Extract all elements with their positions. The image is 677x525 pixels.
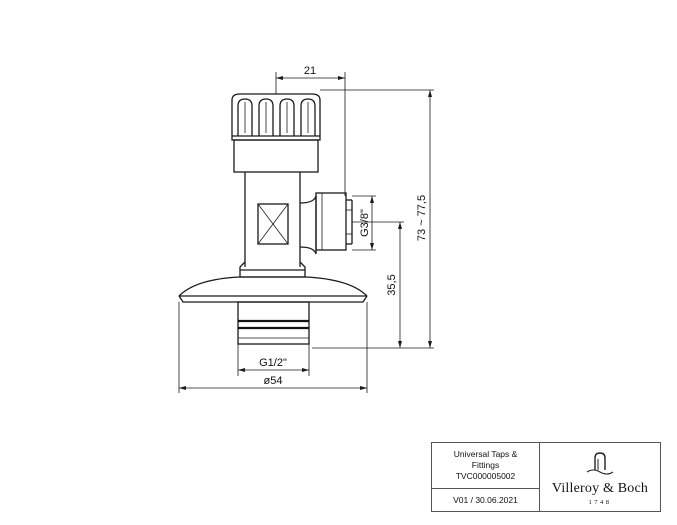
- dim-outlet-thread: G3/8": [359, 209, 371, 237]
- dimension-35-5: 35,5: [312, 221, 404, 349]
- dimension-rosette-diameter: ø54: [178, 302, 368, 393]
- dim-rosette-diameter: ø54: [264, 375, 283, 387]
- brand-name: Villeroy & Boch: [551, 481, 649, 496]
- title-block: Universal Taps & Fittings TVC000005002 V…: [431, 442, 661, 512]
- dim-handle-offset: 21: [304, 65, 316, 77]
- valve-body: [239, 172, 306, 278]
- dimension-inlet-thread: G1/2": [237, 344, 310, 376]
- brand-area: Villeroy & Boch 1748: [540, 443, 660, 511]
- outlet-connection: [299, 192, 353, 255]
- dim-overall-height: 73 ~ 77,5: [416, 195, 428, 241]
- inlet-thread: [237, 301, 310, 345]
- tap-icon: [586, 452, 614, 475]
- product-line-2: Fittings: [471, 460, 500, 470]
- brand-year: 1748: [588, 499, 612, 506]
- product-line-1: Universal Taps &: [453, 449, 518, 459]
- handwheel: [231, 93, 321, 173]
- product-description: Universal Taps & Fittings TVC000005002: [432, 443, 539, 489]
- dimension-21: 21: [275, 65, 346, 196]
- dim-inlet-thread: G1/2": [259, 357, 287, 369]
- dimension-outlet-thread: G3/8": [352, 195, 376, 251]
- article-number: TVC000005002: [455, 471, 516, 481]
- dim-outlet-height: 35,5: [386, 274, 398, 295]
- title-block-info: Universal Taps & Fittings TVC000005002 V…: [432, 443, 540, 511]
- version-date: V01 / 30.06.2021: [453, 495, 518, 505]
- dimension-overall-height: 73 ~ 77,5: [320, 89, 434, 349]
- rosette: [178, 276, 368, 303]
